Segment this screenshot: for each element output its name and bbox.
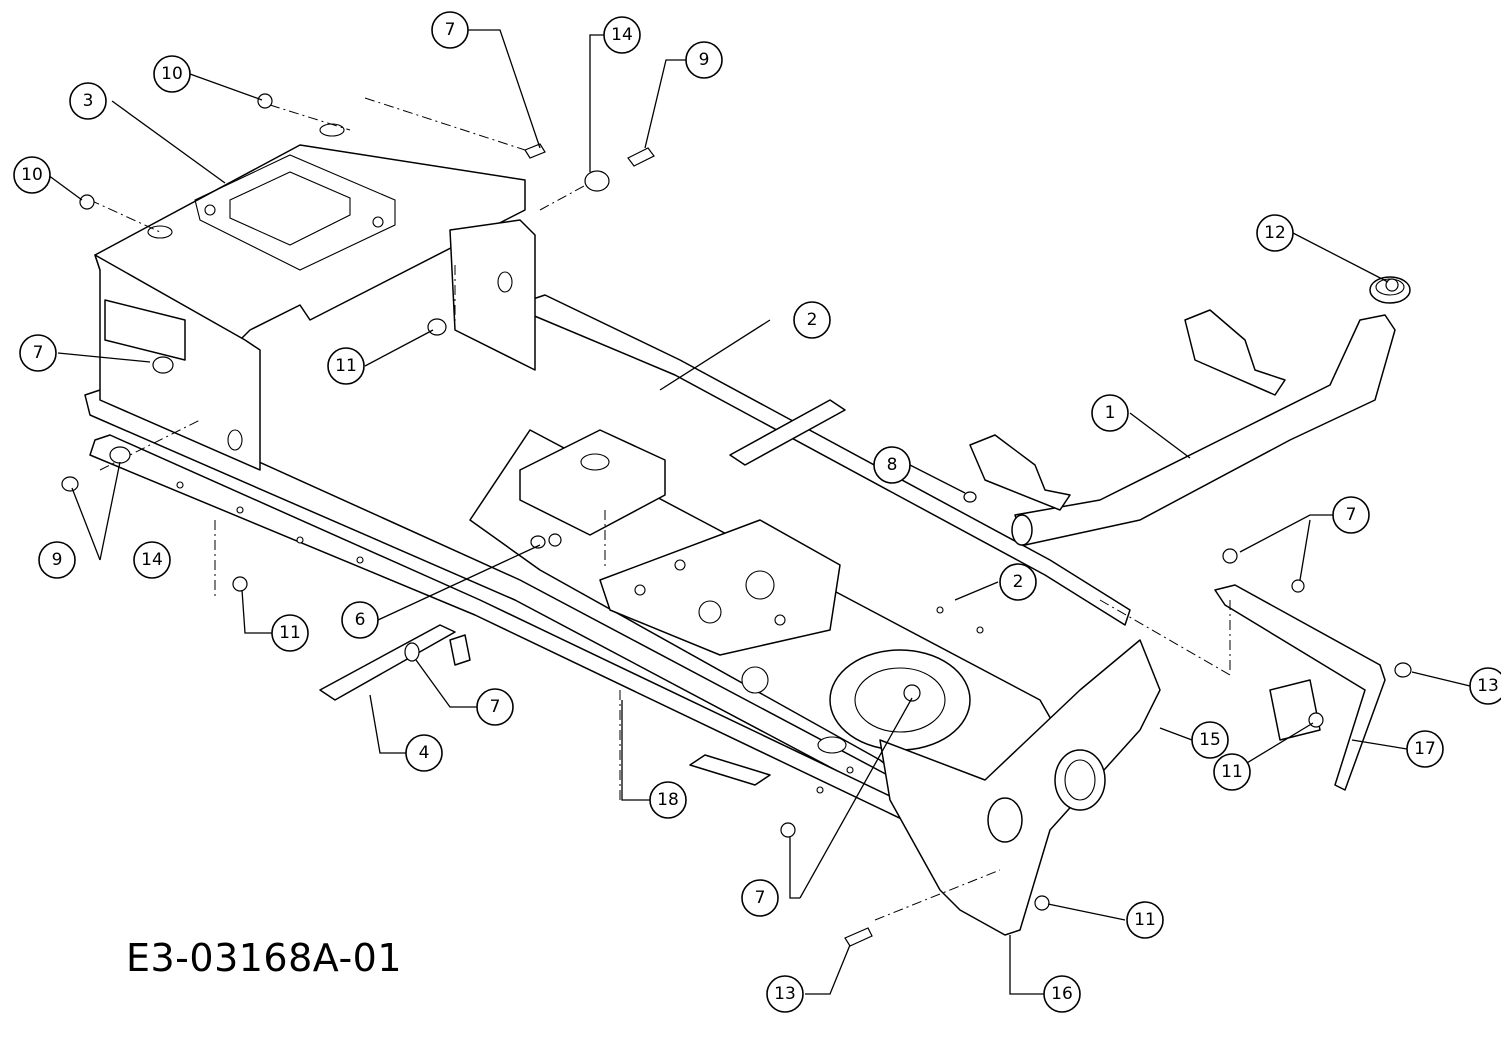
svg-text:12: 12	[1264, 223, 1286, 243]
callout-16: 16	[1043, 975, 1081, 1013]
svg-text:7: 7	[490, 697, 501, 717]
svg-text:8: 8	[887, 455, 898, 475]
callout-14: 14	[603, 16, 641, 54]
callout-2: 2	[793, 301, 831, 339]
svg-text:10: 10	[21, 165, 43, 185]
main-frame	[84, 294, 1161, 936]
callouts: 7 14 9 10 3 10 12 2 7 11 1 8 7 2 9 14 6 …	[13, 11, 1501, 1013]
callout-13: 13	[766, 975, 804, 1013]
svg-text:9: 9	[699, 50, 710, 70]
callout-1: 1	[1091, 394, 1129, 432]
callout-7: 7	[1332, 496, 1370, 534]
svg-text:14: 14	[611, 25, 633, 45]
svg-text:2: 2	[1013, 572, 1024, 592]
dash-support-panel	[94, 123, 536, 471]
callout-6: 6	[341, 601, 379, 639]
callout-4: 4	[405, 734, 443, 772]
svg-text:11: 11	[335, 356, 357, 376]
drawing-code: E3-03168A-01	[126, 936, 403, 980]
callout-3: 3	[69, 82, 107, 120]
svg-text:4: 4	[419, 743, 430, 763]
svg-text:13: 13	[774, 984, 796, 1004]
callout-11: 11	[1126, 901, 1164, 939]
svg-text:11: 11	[1221, 762, 1243, 782]
callout-12: 12	[1256, 214, 1294, 252]
callout-17: 17	[1406, 730, 1444, 768]
svg-text:2: 2	[807, 310, 818, 330]
bracket-17	[1214, 584, 1386, 791]
callout-18: 18	[649, 781, 687, 819]
svg-text:7: 7	[1346, 505, 1357, 525]
callout-10: 10	[153, 55, 191, 93]
front-bumper-tube	[969, 276, 1411, 546]
svg-text:15: 15	[1199, 730, 1221, 750]
svg-text:10: 10	[161, 64, 183, 84]
svg-text:7: 7	[755, 888, 766, 908]
callout-14: 14	[133, 541, 171, 579]
hardware	[61, 93, 1412, 947]
svg-text:6: 6	[355, 610, 366, 630]
leader-lines	[47, 29, 1471, 995]
svg-text:13: 13	[1477, 676, 1499, 696]
assembly-lines	[89, 97, 1231, 995]
svg-text:11: 11	[279, 623, 301, 643]
callout-11: 11	[271, 614, 309, 652]
svg-text:11: 11	[1134, 910, 1156, 930]
svg-text:7: 7	[33, 343, 44, 363]
callout-8: 8	[873, 446, 911, 484]
svg-text:14: 14	[141, 550, 163, 570]
callout-13: 13	[1469, 667, 1501, 705]
callout-11: 11	[327, 347, 365, 385]
callout-15: 15	[1191, 721, 1229, 759]
callout-2: 2	[999, 563, 1037, 601]
callout-7: 7	[19, 334, 57, 372]
svg-text:1: 1	[1105, 403, 1116, 423]
callout-11: 11	[1213, 753, 1251, 791]
svg-text:16: 16	[1051, 984, 1073, 1004]
svg-text:3: 3	[83, 91, 94, 111]
callout-9: 9	[685, 41, 723, 79]
svg-text:17: 17	[1414, 739, 1436, 759]
svg-text:18: 18	[657, 790, 679, 810]
svg-text:7: 7	[445, 20, 456, 40]
callout-9: 9	[38, 541, 76, 579]
svg-text:9: 9	[52, 550, 63, 570]
callout-10: 10	[13, 156, 51, 194]
callout-7: 7	[431, 11, 469, 49]
bracket-4	[319, 624, 771, 786]
callout-7: 7	[476, 688, 514, 726]
callout-7: 7	[741, 879, 779, 917]
